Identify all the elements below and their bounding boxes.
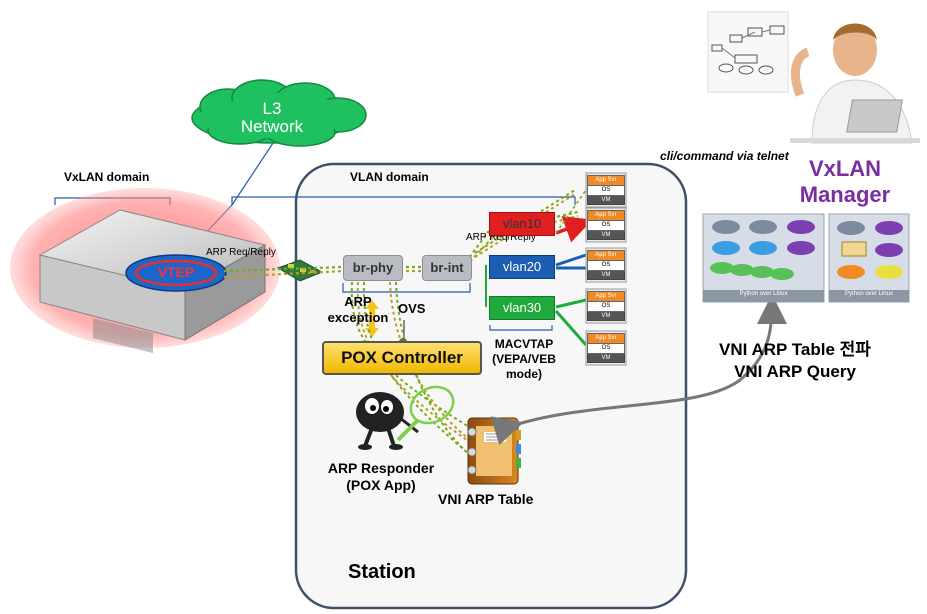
manager-title: VxLAN Manager xyxy=(770,156,920,208)
manager-title-line2: Manager xyxy=(799,182,891,207)
arp-responder-label: ARP Responder (POX App) xyxy=(316,460,446,494)
cloud-label-line2: Network xyxy=(240,117,304,136)
vni-arp-text-line2: VNI ARP Query xyxy=(734,362,856,381)
vm-card-5-os: OS xyxy=(587,344,625,354)
station-label: Station xyxy=(348,561,416,583)
vm-card-3-vm: VM xyxy=(587,271,625,280)
vni-arp-table-label: VNI ARP Table xyxy=(438,491,534,507)
macvtap-line2: (VEPA/VEB xyxy=(492,352,556,366)
br-phy-box: br-phy xyxy=(343,255,403,281)
manager-panel-left-footer: Python over Linux xyxy=(739,291,788,297)
vni-arp-table-book xyxy=(467,417,521,485)
arp-req-reply-left-label: ARP Req/Reply xyxy=(206,247,276,258)
arp-req-reply-right-label: ARP Req/Reply xyxy=(466,232,536,243)
vlan-domain-label: VLAN domain xyxy=(350,170,429,184)
vm-card-5-app: App Svr xyxy=(587,333,625,344)
vm-card-2-app: App Svr xyxy=(587,210,625,221)
cli-caption: cli/command via telnet xyxy=(660,149,789,163)
vm-card-1-vm: VM xyxy=(587,196,625,205)
cloud-label: L3 Network xyxy=(232,100,312,136)
vm-card-2-os: OS xyxy=(587,221,625,231)
arp-exception-line1: ARP xyxy=(344,294,372,309)
pox-controller-box: POX Controller xyxy=(322,341,482,375)
arp-exception-line2: exception xyxy=(327,310,389,325)
vm-card-4: App Svr OS VM xyxy=(587,291,625,321)
cloud-label-line1: L3 xyxy=(262,99,282,118)
vlan30-box: vlan30 xyxy=(489,296,555,320)
arp-responder-line2: (POX App) xyxy=(346,477,416,493)
ovs-label: OVS xyxy=(398,301,426,316)
vm-card-2: App Svr OS VM xyxy=(587,210,625,240)
arp-responder-line1: ARP Responder xyxy=(327,460,435,476)
vni-arp-text-line1: VNI ARP Table 전파 xyxy=(719,340,871,359)
vni-arp-text: VNI ARP Table 전파 VNI ARP Query xyxy=(690,339,900,383)
vm-card-1: App Svr OS VM xyxy=(587,175,625,205)
arp-exception-arrows xyxy=(365,300,379,337)
manager-title-line1: VxLAN xyxy=(808,156,882,181)
vm-card-5-vm: VM xyxy=(587,354,625,363)
vm-card-3-app: App Svr xyxy=(587,250,625,261)
arp-exception-label: ARP exception xyxy=(318,294,398,326)
vm-card-4-vm: VM xyxy=(587,312,625,321)
vm-card-4-os: OS xyxy=(587,302,625,312)
vlan10-box: vlan10 xyxy=(489,212,555,236)
engineer-photo xyxy=(700,5,925,144)
manager-panel-right xyxy=(828,213,910,303)
manager-panel-left xyxy=(702,213,825,303)
vlan20-box: vlan20 xyxy=(489,255,555,279)
macvtap-line1: MACVTAP xyxy=(494,337,554,351)
vm-card-2-vm: VM xyxy=(587,231,625,240)
vxlan-domain-label: VxLAN domain xyxy=(64,170,150,184)
arp-responder-character xyxy=(356,392,419,450)
manager-panel-right-footer: Python over Linux xyxy=(844,291,894,297)
vm-card-1-app: App Svr xyxy=(587,175,625,186)
magnifier-icon xyxy=(396,385,455,442)
br-int-box: br-int xyxy=(422,255,472,281)
vm-card-3-os: OS xyxy=(587,261,625,271)
vm-card-1-os: OS xyxy=(587,186,625,196)
macvtap-label: MACVTAP (VEPA/VEB mode) xyxy=(486,337,562,382)
vm-card-5: App Svr OS VM xyxy=(587,333,625,363)
vm-card-4-app: App Svr xyxy=(587,291,625,302)
macvtap-line3: mode) xyxy=(506,367,542,381)
vtep-label: VTEP xyxy=(157,264,195,280)
vm-card-3: App Svr OS VM xyxy=(587,250,625,280)
